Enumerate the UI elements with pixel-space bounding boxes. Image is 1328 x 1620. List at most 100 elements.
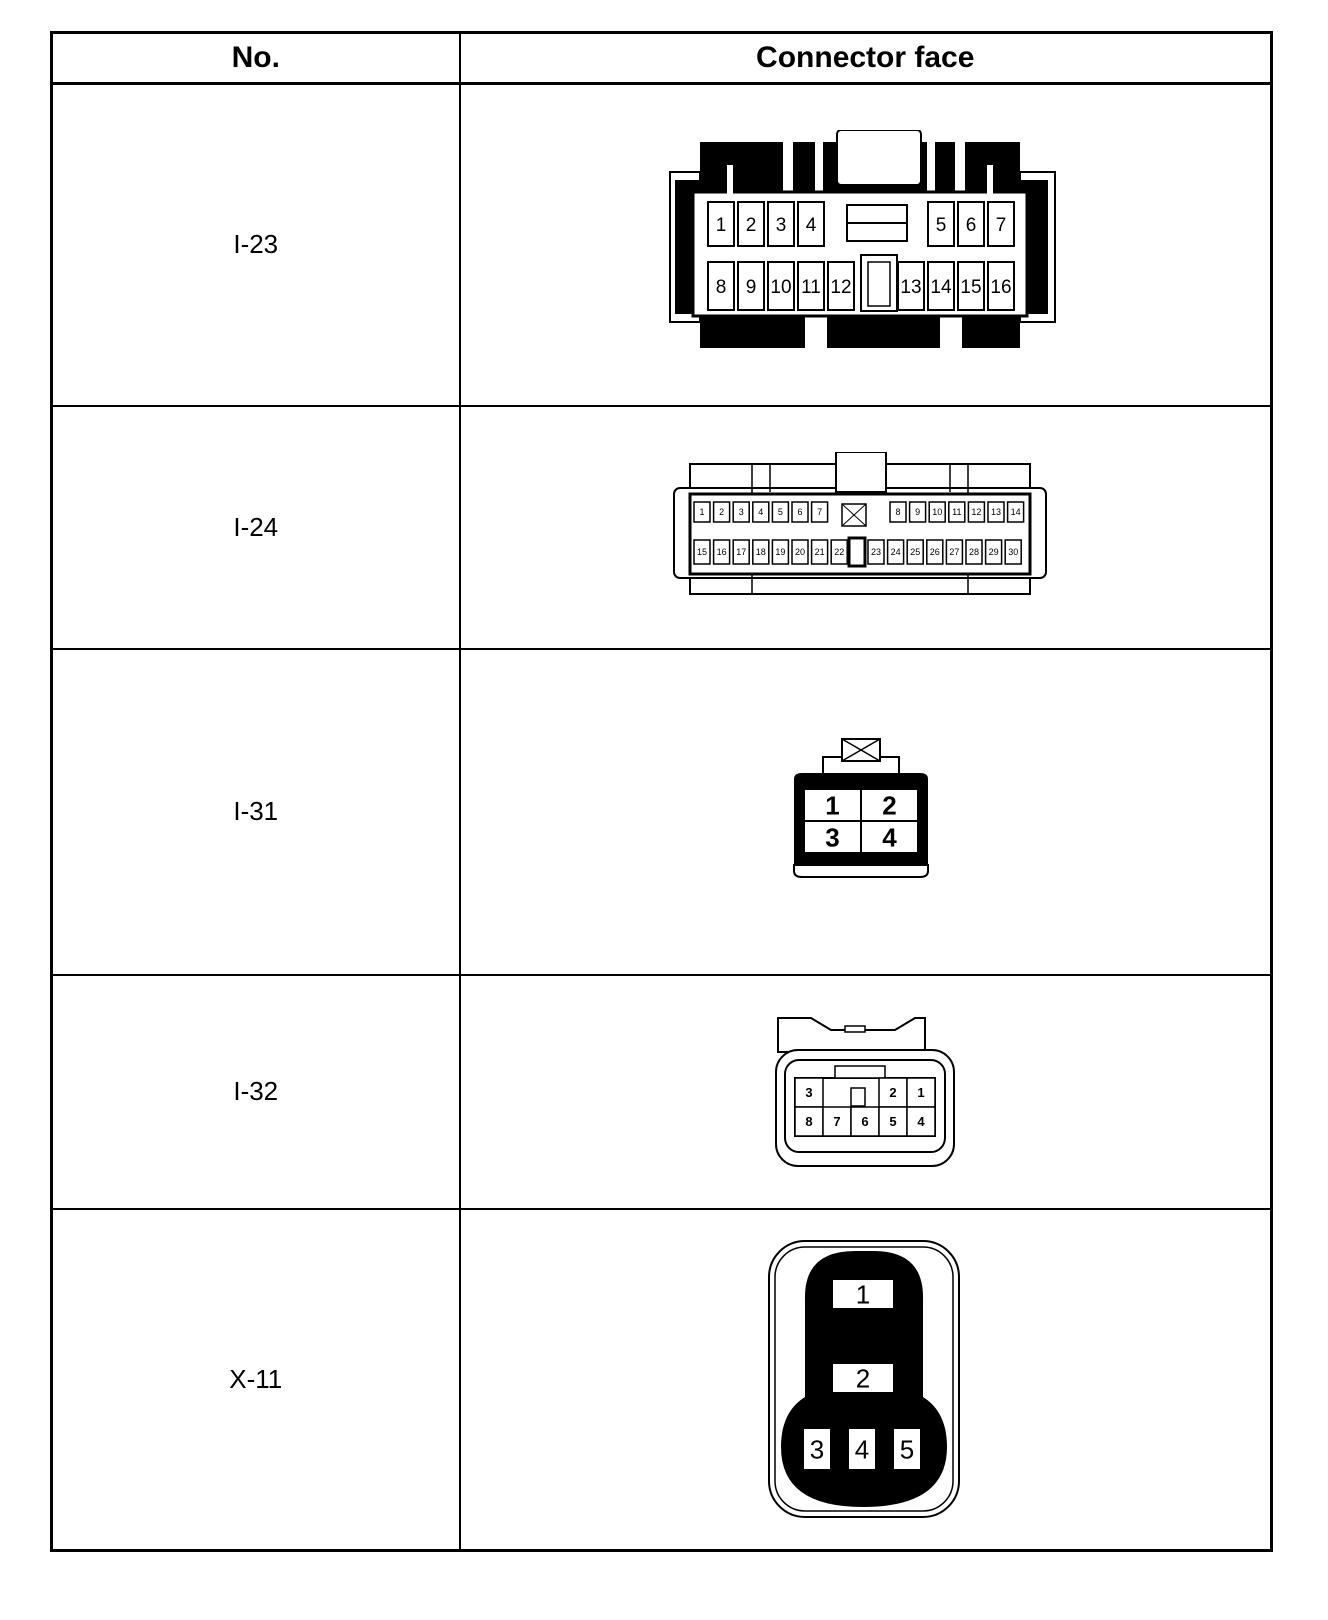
pin-cell: [771, 539, 790, 565]
connector-number: I-32: [50, 973, 461, 1210]
pin-number: 20: [795, 547, 805, 557]
pin-number: 2: [719, 507, 724, 517]
pin-number: 18: [756, 547, 766, 557]
header-row: No. Connector face: [50, 31, 1273, 85]
pin-number: 2: [856, 1363, 870, 1393]
pin-cell: [707, 200, 736, 247]
pin-cell: [713, 501, 731, 523]
pin-number: 21: [815, 547, 825, 557]
pin-cell: [803, 819, 863, 854]
connector-i31-diagram: 1 2 3 4: [793, 737, 930, 878]
pin-number: 3: [826, 822, 840, 852]
pin-cell: [927, 200, 956, 247]
pin-number: 4: [806, 215, 817, 236]
pin-number: 2: [883, 790, 897, 820]
pin-cell: [867, 539, 885, 565]
connector-number: I-31: [50, 647, 461, 976]
pin-cell: [945, 539, 964, 565]
pin-cell: [887, 539, 905, 565]
pin-cell: [804, 1428, 831, 1469]
pin-number: 4: [759, 507, 764, 517]
pin-cell: [948, 501, 966, 523]
pin-number: 12: [972, 507, 982, 517]
pin-number: 10: [771, 277, 792, 298]
pin-cell: [987, 260, 1016, 311]
pin-cell: [833, 1363, 894, 1392]
pin-number: 3: [776, 215, 787, 236]
pin-number: 15: [697, 547, 707, 557]
pin-cell: [811, 501, 829, 523]
pin-number: 19: [776, 547, 786, 557]
pin-number: 15: [961, 277, 982, 298]
pin-cell: [771, 501, 790, 523]
pin-cell: [985, 539, 1003, 565]
pin-number: 5: [900, 1434, 914, 1464]
pin-number: 24: [891, 547, 901, 557]
pin-number: 8: [896, 507, 901, 517]
pin-cell: [860, 819, 920, 854]
pin-cell: [833, 1279, 894, 1308]
pin-cell: [894, 1428, 921, 1469]
pin-number: 3: [739, 507, 744, 517]
pin-cell: [791, 501, 809, 523]
pin-cell: [752, 539, 770, 565]
pin-cell: [737, 260, 766, 311]
pin-number: 2: [746, 215, 757, 236]
pin-cell: [928, 501, 947, 523]
pin-number: 1: [826, 790, 840, 820]
pin-cell: [767, 200, 796, 247]
pin-number: 25: [910, 547, 920, 557]
pin-number: 7: [833, 1114, 840, 1129]
pin-number: 5: [936, 215, 947, 236]
pin-number: 27: [950, 547, 960, 557]
pin-cell: [737, 200, 766, 247]
pin-cell: [732, 539, 751, 565]
pin-number: 5: [889, 1114, 896, 1129]
pin-number: 28: [969, 547, 979, 557]
pin-cell: [797, 200, 826, 247]
pin-number: 30: [1008, 547, 1018, 557]
pin-cell: [987, 501, 1005, 523]
pin-cell: [794, 1105, 824, 1137]
pin-cell: [797, 260, 826, 311]
pin-number: 2: [889, 1085, 896, 1100]
pin-number: 13: [901, 277, 922, 298]
pin-cell: [957, 260, 986, 311]
pin-cell: [967, 501, 986, 523]
pin-number: 6: [861, 1114, 868, 1129]
pin-cell: [1007, 501, 1025, 523]
pin-number: 8: [716, 277, 727, 298]
pin-number: 4: [883, 822, 898, 852]
pin-cell: [965, 539, 983, 565]
pin-number: 23: [871, 547, 881, 557]
pin-number: 14: [1011, 507, 1021, 517]
pin-cell: [827, 260, 856, 311]
pin-number: 1: [716, 215, 727, 236]
pin-number: 6: [966, 215, 977, 236]
pin-cell: [767, 260, 796, 311]
pin-number: 16: [991, 277, 1012, 298]
pin-number: 1: [917, 1085, 924, 1100]
pin-cell: [909, 501, 927, 523]
pin-number: 1: [856, 1279, 870, 1309]
pin-number: 6: [798, 507, 803, 517]
pin-number: 4: [917, 1114, 925, 1129]
pin-cell: [693, 501, 711, 523]
connector-number: I-23: [50, 82, 461, 407]
connector-face-cell: 1 2 3 4: [458, 647, 1273, 976]
pin-number: 7: [996, 215, 1007, 236]
pin-cell: [987, 200, 1016, 247]
pin-number: 13: [991, 507, 1001, 517]
pin-cell: [811, 539, 829, 565]
pin-cell: [957, 200, 986, 247]
pin-number: 5: [778, 507, 783, 517]
